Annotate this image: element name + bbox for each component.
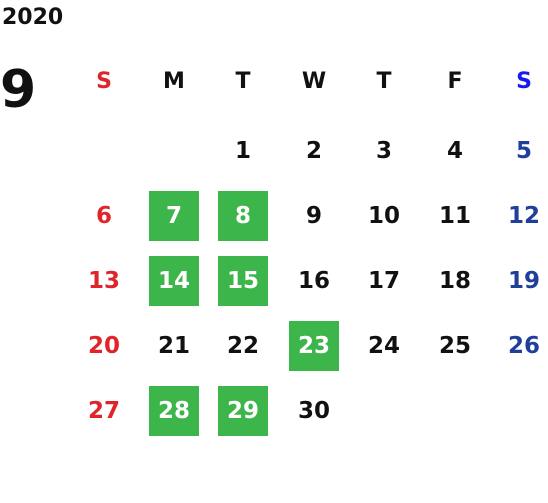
calendar-day[interactable]: 4 xyxy=(446,138,463,164)
calendar-day-highlighted[interactable]: 8 xyxy=(218,191,268,241)
calendar-day[interactable]: 22 xyxy=(226,333,259,359)
weekday-header: S xyxy=(96,68,112,94)
calendar-day[interactable]: 26 xyxy=(507,333,540,359)
weekday-header: W xyxy=(301,68,327,94)
calendar-day[interactable]: 25 xyxy=(438,333,471,359)
calendar-day[interactable]: 10 xyxy=(367,203,400,229)
calendar-day[interactable]: 18 xyxy=(438,268,471,294)
weekday-header: F xyxy=(447,68,463,94)
calendar-day[interactable]: 27 xyxy=(87,398,120,424)
calendar-day[interactable]: 20 xyxy=(87,333,120,359)
calendar-day[interactable]: 24 xyxy=(367,333,400,359)
calendar-day[interactable]: 6 xyxy=(95,203,112,229)
calendar-day[interactable]: 21 xyxy=(157,333,190,359)
calendar-day[interactable]: 11 xyxy=(438,203,471,229)
calendar-day-highlighted[interactable]: 15 xyxy=(218,256,268,306)
month-number: 9 xyxy=(0,60,37,120)
weekday-header: T xyxy=(376,68,392,94)
calendar-day[interactable]: 19 xyxy=(507,268,540,294)
calendar-day[interactable]: 16 xyxy=(297,268,330,294)
calendar-day-highlighted[interactable]: 7 xyxy=(149,191,199,241)
calendar-day[interactable]: 5 xyxy=(515,138,532,164)
calendar-day[interactable]: 30 xyxy=(297,398,330,424)
calendar-day[interactable]: 17 xyxy=(367,268,400,294)
calendar-day[interactable]: 2 xyxy=(305,138,322,164)
calendar-day[interactable]: 13 xyxy=(87,268,120,294)
calendar-day-highlighted[interactable]: 23 xyxy=(289,321,339,371)
calendar-day-highlighted[interactable]: 29 xyxy=(218,386,268,436)
calendar-day[interactable]: 1 xyxy=(234,138,251,164)
weekday-header: T xyxy=(235,68,251,94)
calendar-day[interactable]: 3 xyxy=(375,138,392,164)
calendar-day[interactable]: 9 xyxy=(305,203,322,229)
weekday-header: S xyxy=(516,68,532,94)
year-label: 2020 xyxy=(2,5,64,30)
calendar-day-highlighted[interactable]: 28 xyxy=(149,386,199,436)
calendar-day-highlighted[interactable]: 14 xyxy=(149,256,199,306)
calendar-day[interactable]: 12 xyxy=(507,203,540,229)
weekday-header: M xyxy=(163,68,185,94)
